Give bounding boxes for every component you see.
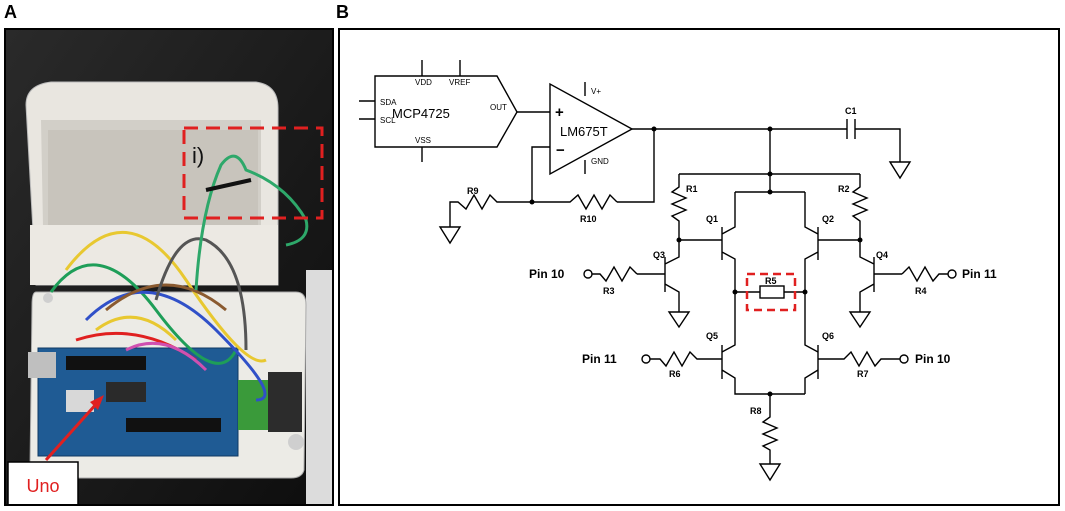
circuit-schematic: MCP4725 VDD VREF SDA SCL OUT VSS LM675T … [338, 28, 1060, 506]
schematic-drawing: MCP4725 VDD VREF SDA SCL OUT VSS LM675T … [359, 60, 997, 482]
pin-label-q6: Pin 10 [915, 352, 951, 366]
r9-label: R9 [467, 186, 479, 196]
q1-transistor [679, 192, 736, 292]
r6-resistor [650, 350, 722, 368]
hardware-photo-drawing: i) Uno [6, 30, 332, 504]
background-wall [306, 270, 332, 504]
dac-pin-vref: VREF [449, 78, 470, 87]
q5-label: Q5 [706, 331, 718, 341]
r2-label: R2 [838, 184, 850, 194]
dac-pin-vss: VSS [415, 136, 431, 145]
r1-label: R1 [686, 184, 698, 194]
q4-label: Q4 [876, 250, 888, 260]
r8-label: R8 [750, 406, 762, 416]
q3-label: Q3 [653, 250, 665, 260]
r1-resistor [670, 174, 688, 240]
dac-body [374, 75, 518, 148]
q2-label: Q2 [822, 214, 834, 224]
callout-box [182, 126, 324, 220]
r7-resistor [818, 350, 900, 368]
r7-label: R7 [857, 369, 869, 379]
q2-transistor [804, 192, 860, 292]
dac-name: MCP4725 [392, 106, 450, 121]
r5-highlight-box [745, 272, 797, 312]
r3-label: R3 [603, 286, 615, 296]
r10-resistor [532, 193, 618, 211]
dac-pin-vdd: VDD [415, 78, 432, 87]
dac-pin-out: OUT [490, 103, 507, 112]
r8-resistor [761, 394, 779, 464]
wires [49, 154, 309, 402]
q5-transistor [721, 345, 805, 395]
panel-letter-a: A [4, 2, 17, 22]
uno-arrowhead [90, 395, 104, 410]
r6-label: R6 [669, 369, 681, 379]
q3-transistor [637, 240, 680, 312]
opamp-vplus: V+ [591, 87, 601, 96]
r4-resistor [901, 265, 948, 283]
uno-label: Uno [26, 476, 59, 496]
opamp-gnd: GND [591, 157, 609, 166]
q6-label: Q6 [822, 331, 834, 341]
opamp-body [549, 82, 634, 176]
uno-label-box [7, 461, 79, 504]
r5-resistor [759, 285, 785, 299]
r10-label: R10 [580, 214, 597, 224]
q6-transistor [804, 345, 819, 394]
opamp-name: LM675T [560, 124, 608, 139]
opamp-plus: + [555, 104, 564, 121]
panel-letter-b: B [336, 2, 349, 22]
r5-label: R5 [765, 276, 777, 286]
pin-label-q3: Pin 10 [529, 267, 565, 281]
hardware-photo: i) Uno [4, 28, 334, 506]
r3-resistor [592, 265, 638, 283]
q4-transistor [859, 240, 902, 312]
c1-label: C1 [845, 106, 857, 116]
r2-resistor [851, 174, 869, 240]
pin-label-q4: Pin 11 [962, 267, 997, 281]
r4-label: R4 [915, 286, 927, 296]
uno-arrow [44, 400, 100, 462]
dac-pin-scl: SCL [380, 116, 396, 125]
enclosure-box [25, 81, 279, 286]
pin-label-q5: Pin 11 [582, 352, 617, 366]
arduino-board [28, 347, 302, 457]
dac-pin-sda: SDA [380, 98, 397, 107]
q1-label: Q1 [706, 214, 718, 224]
r9-resistor [449, 193, 532, 227]
callout-label: i) [192, 143, 204, 168]
opamp-minus: − [556, 142, 565, 159]
